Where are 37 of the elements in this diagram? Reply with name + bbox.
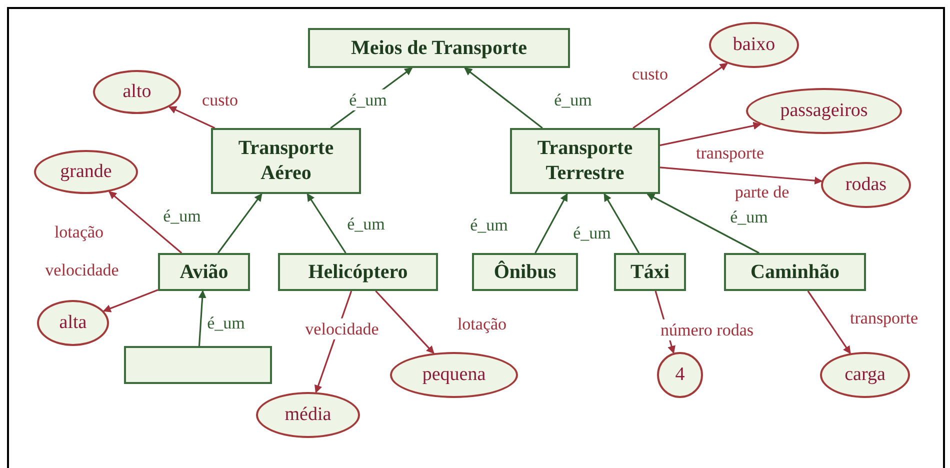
arrow — [660, 166, 823, 185]
edge-label: número rodas — [660, 319, 754, 341]
value-ellipse: carga — [820, 352, 910, 398]
concept-box: Meios de Transporte — [308, 28, 570, 68]
arrow — [660, 122, 762, 146]
arrow — [604, 193, 640, 254]
arrow — [108, 191, 182, 254]
value-ellipse: rodas — [821, 162, 911, 208]
arrow — [168, 106, 216, 129]
value-ellipse: baixo — [709, 22, 799, 68]
concept-box: Caminhão — [724, 253, 866, 291]
concept-box — [124, 346, 272, 384]
concept-box: Táxi — [614, 253, 686, 291]
arrow — [464, 67, 543, 129]
arrow — [375, 290, 434, 354]
concept-box: Transporte Terrestre — [510, 128, 660, 194]
value-ellipse: alto — [93, 70, 181, 114]
concept-box: Helicóptero — [278, 253, 438, 291]
concept-box: Ônibus — [472, 253, 578, 291]
arrow — [198, 290, 206, 346]
value-ellipse: alta — [37, 300, 109, 346]
arrow — [217, 193, 262, 254]
edge-label: é_um — [348, 89, 388, 111]
value-ellipse: média — [256, 392, 360, 438]
arrow — [632, 62, 728, 129]
arrow — [807, 290, 851, 354]
value-ellipse: 4 — [657, 352, 703, 398]
concept-box: Transporte Aéreo — [211, 128, 361, 194]
value-ellipse: passageiros — [746, 88, 902, 134]
value-ellipse: grande — [34, 150, 138, 194]
concept-box: Avião — [158, 253, 250, 291]
arrow — [306, 193, 346, 254]
arrow — [102, 289, 158, 312]
edge-label: velocidade — [304, 318, 380, 340]
value-ellipse: pequena — [390, 352, 518, 398]
arrow — [534, 193, 568, 254]
arrow — [646, 193, 760, 254]
